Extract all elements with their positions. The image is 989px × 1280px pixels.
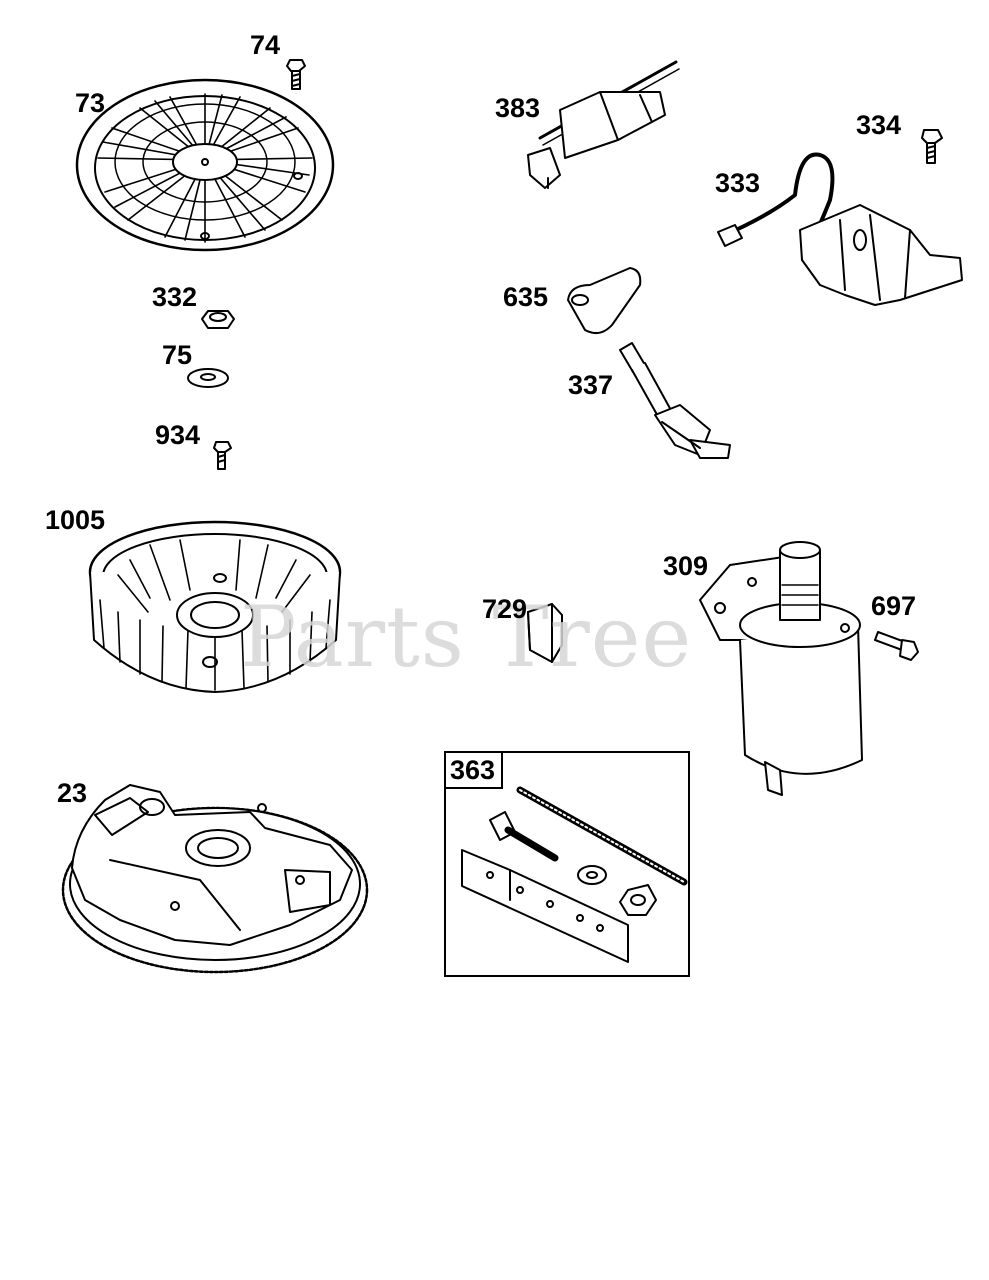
part-697-bolt[interactable] [874, 631, 919, 661]
watermark: Parts Tree [240, 588, 693, 686]
callout-73[interactable]: 73 [75, 88, 106, 118]
callout-75[interactable]: 75 [162, 340, 193, 370]
part-73-screen[interactable] [75, 78, 335, 252]
part-309-starter[interactable] [699, 541, 863, 796]
part-75-washer[interactable] [187, 368, 229, 388]
callout-383[interactable]: 383 [495, 93, 541, 123]
callout-332[interactable]: 332 [152, 282, 198, 312]
callout-333[interactable]: 333 [715, 168, 761, 198]
callout-934[interactable]: 934 [155, 420, 201, 450]
callout-23[interactable]: 23 [57, 778, 88, 808]
callout-74[interactable]: 74 [250, 30, 281, 60]
part-1005-fan[interactable] [88, 520, 342, 693]
callout-309[interactable]: 309 [663, 551, 709, 581]
callout-334[interactable]: 334 [856, 110, 902, 140]
part-383-wrench[interactable] [527, 60, 680, 189]
part-333-ignition-coil[interactable] [717, 152, 963, 306]
kit-363-box[interactable]: 363 [444, 751, 690, 977]
callout-1005[interactable]: 1005 [45, 505, 106, 535]
callout-635[interactable]: 635 [503, 282, 549, 312]
callout-729[interactable]: 729 [482, 594, 528, 624]
part-934-bolt[interactable] [213, 441, 232, 470]
part-729-clip[interactable] [527, 603, 563, 663]
callout-697[interactable]: 697 [871, 591, 917, 621]
callout-337[interactable]: 337 [568, 370, 614, 400]
callout-363[interactable]: 363 [446, 753, 504, 789]
part-337-spark-plug[interactable] [619, 342, 731, 459]
part-363-kit-items[interactable] [461, 786, 688, 963]
part-74-bolt[interactable] [286, 59, 306, 90]
part-334-bolt[interactable] [921, 129, 943, 164]
part-23-flywheel[interactable] [61, 784, 369, 974]
part-332-nut[interactable] [201, 310, 235, 329]
part-635-boot[interactable] [567, 267, 642, 335]
